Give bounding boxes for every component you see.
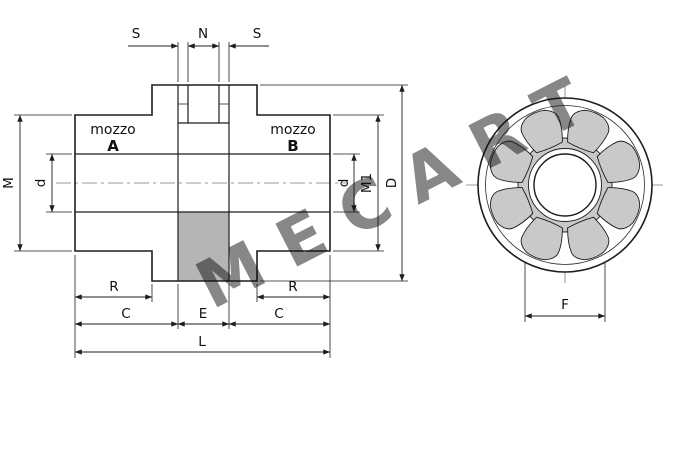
spider-tooth-1 [596, 187, 641, 230]
dim-label-c-left: C [121, 306, 130, 322]
spider-section-fill [178, 212, 229, 281]
dim-label-s-left: S [132, 26, 141, 42]
hub-b-letter: B [287, 137, 298, 155]
front-view [466, 86, 664, 284]
hub-a-letter: A [107, 137, 119, 155]
coupling-outline [74, 84, 331, 282]
dim-label-f: F [561, 297, 569, 313]
top-dimensions: S N S [128, 26, 269, 82]
dim-label-d-left: d [33, 179, 49, 188]
dim-label-d-right: d [336, 179, 352, 188]
bore-circle [533, 153, 597, 217]
dim-label-r-left: R [109, 279, 118, 295]
spider-tooth-4 [489, 187, 534, 230]
hub-a-label: mozzo [90, 122, 135, 138]
dim-label-s-right: S [253, 26, 262, 42]
dim-label-c-right: C [274, 306, 283, 322]
spider-tooth-3 [520, 216, 563, 261]
dim-label-m1: M1 [359, 173, 375, 193]
dim-label-l: L [198, 334, 206, 350]
hub-a-section-fill [74, 211, 179, 282]
spider-teeth-group [489, 109, 641, 261]
dim-label-m: M [1, 177, 17, 189]
spider-tooth-6 [520, 109, 563, 154]
dim-label-d-outer: D [384, 178, 400, 188]
dim-label-e: E [199, 306, 208, 322]
dim-label-r-right: R [288, 279, 297, 295]
spider-tooth-5 [489, 140, 534, 183]
hub-b-label: mozzo [270, 122, 315, 138]
spider-tooth-2 [567, 216, 610, 261]
f-dimension: F [524, 263, 606, 322]
dim-label-n: N [198, 26, 208, 42]
spider-tooth-7 [567, 109, 610, 154]
right-dimensions: d M1 D [260, 84, 408, 282]
jaw-rim-circle [485, 105, 645, 265]
left-dimensions: M d [1, 114, 72, 252]
section-view: mozzo A mozzo B [56, 84, 348, 282]
spider-tooth-8 [596, 140, 641, 183]
bottom-dimensions: R R C E C L [74, 255, 331, 358]
